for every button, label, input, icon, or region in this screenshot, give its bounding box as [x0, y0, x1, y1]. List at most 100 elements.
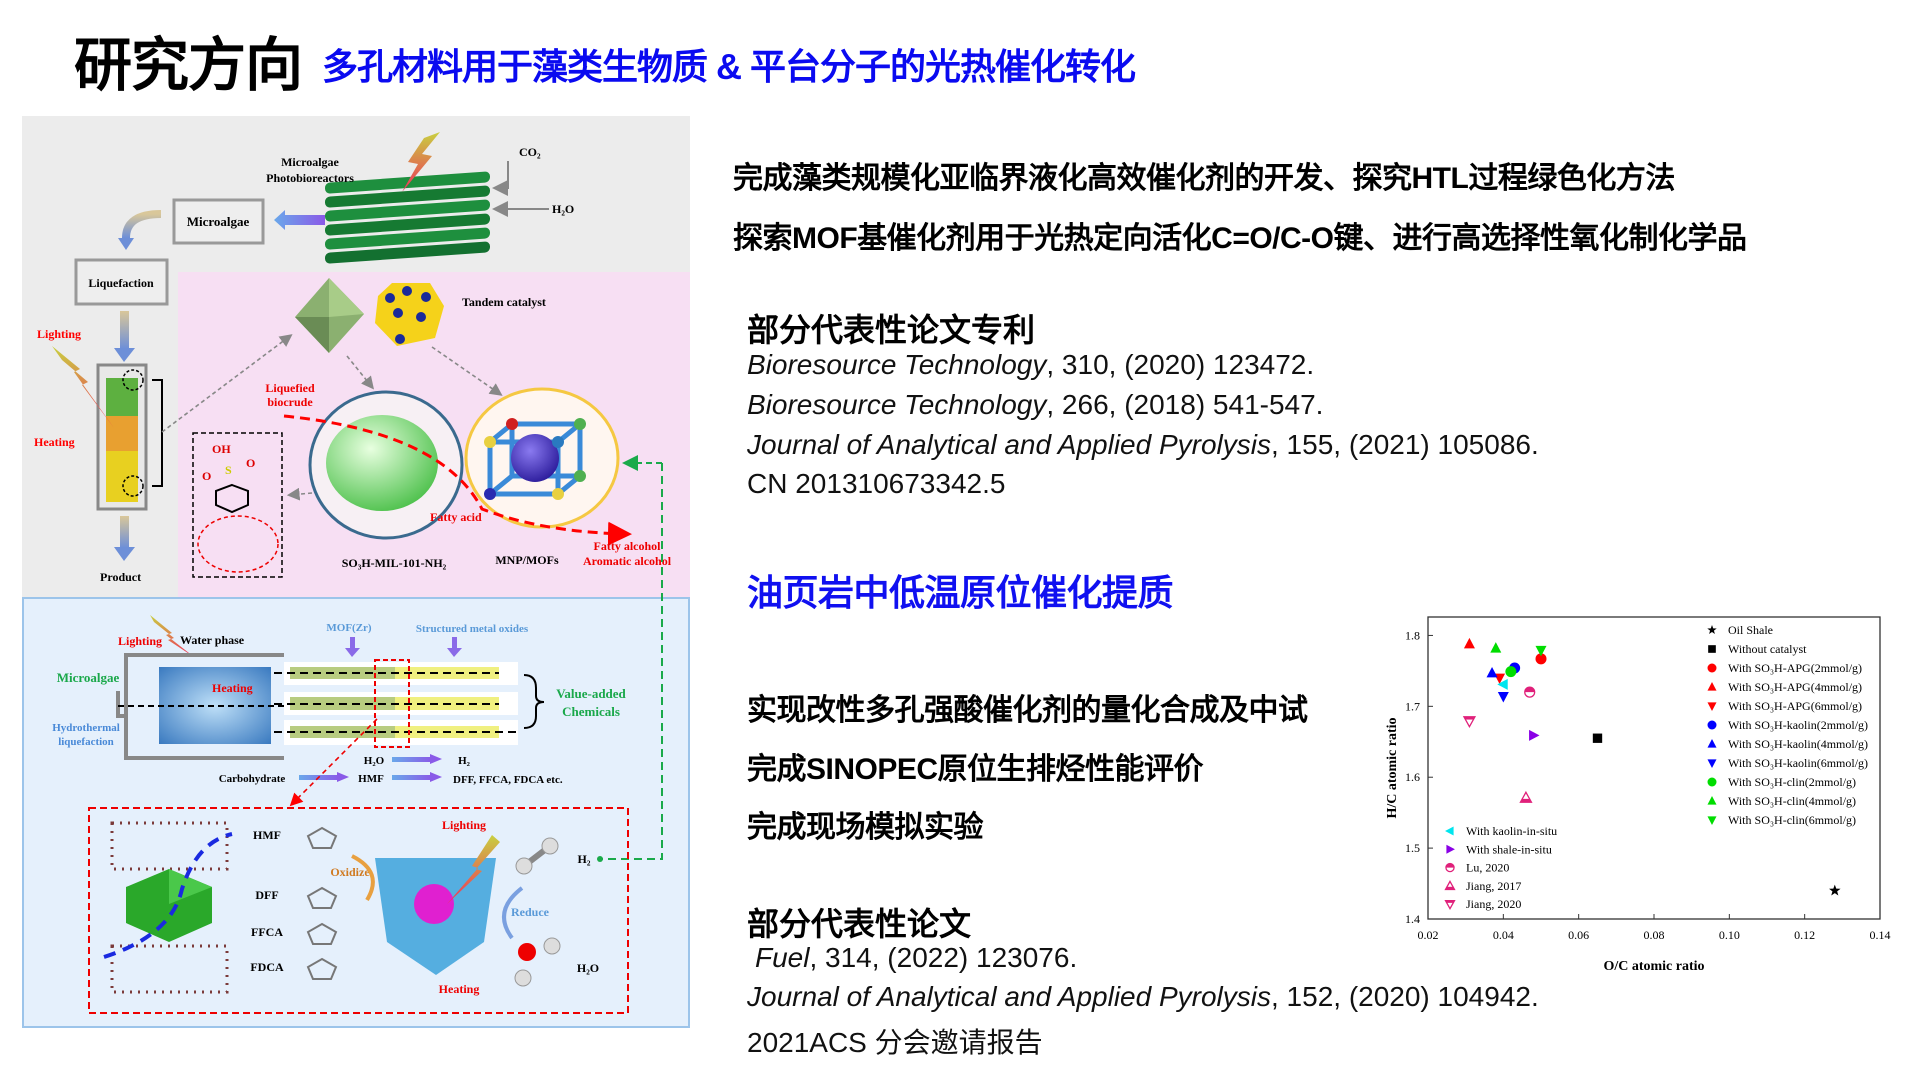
label-o: O	[202, 469, 211, 483]
label-lighting: Lighting	[37, 327, 81, 341]
label-dff-ffca-fdca: DFF, FFCA, FDCA etc.	[453, 774, 563, 786]
research-line-2: 探索MOF基催化剂用于光热定向活化C=O/C-O键、进行高选择性氧化制化学品	[733, 222, 1747, 255]
legend-marker-circle	[1707, 663, 1717, 673]
photobioreactor-tubes	[325, 171, 490, 264]
data-point-triangle-left	[1497, 678, 1508, 690]
x-tick-label: 0.08	[1644, 928, 1665, 942]
citation-journal: Bioresource Technology	[747, 349, 1047, 380]
page-subtitle: 多孔材料用于藻类生物质 & 平台分子的光热催化转化	[322, 46, 1136, 87]
label-fatty-alcohol: Fatty alcohol	[594, 539, 662, 553]
label-h2-product: H₂	[578, 852, 591, 866]
patent-text: CN 201310673342.5	[747, 468, 1006, 499]
label-water-phase: Water phase	[180, 633, 245, 647]
legend-label: With shale-in-situ	[1466, 842, 1552, 856]
data-point-half-circle	[1524, 686, 1536, 698]
x-tick-label: 0.14	[1870, 928, 1891, 942]
label-carbohydrate: Carbohydrate	[219, 773, 286, 785]
h2-molecule	[515, 837, 559, 875]
data-point-circle	[1505, 666, 1517, 678]
curved-arrow	[122, 210, 162, 239]
legend-marker-star	[1707, 625, 1717, 635]
legend-marker-triangle-up	[1707, 796, 1717, 805]
label-mnp-mofs: MNP/MOFs	[495, 553, 559, 567]
octahedron-catalyst	[295, 278, 364, 353]
label-h2: H₂	[458, 755, 471, 767]
reactor-chamber	[159, 667, 271, 744]
data-point-triangle-down	[1497, 691, 1509, 703]
label-tandem-catalyst: Tandem catalyst	[462, 295, 546, 309]
x-tick-label: 0.06	[1568, 928, 1589, 942]
label-ffca-molecule: FFCA	[251, 925, 283, 939]
citation: Journal of Analytical and Applied Pyroly…	[747, 429, 1539, 461]
research-scheme-figure: Microalgae Photobioreactors CO₂ H₂O Micr…	[22, 116, 690, 1028]
x-tick-label: 0.12	[1794, 928, 1815, 942]
down-arrow-1	[120, 311, 129, 349]
legend-label: With SO₃H-APG(2mmol/g)	[1728, 661, 1862, 675]
label-reduce: Reduce	[511, 905, 550, 919]
label-mof-zr: MOF(Zr)	[326, 622, 372, 634]
y-tick-label: 1.5	[1405, 841, 1420, 855]
page-title: 研究方向	[74, 33, 303, 98]
label-oh: OH	[212, 442, 231, 456]
data-point-triangle-up	[1463, 637, 1475, 649]
citation-details: , 152, (2020) 104942.	[1270, 981, 1539, 1012]
legend-label: Jiang, 2020	[1466, 897, 1521, 911]
x-axis-label: O/C atomic ratio	[1603, 959, 1704, 974]
legend-label: Without catalyst	[1728, 642, 1807, 656]
oil-shale-line-1: 实现改性多孔强酸催化剂的量化合成及中试	[747, 694, 1308, 727]
label-dff-molecule: DFF	[255, 888, 278, 902]
label-chemicals: Chemicals	[562, 704, 620, 719]
citation-details: , 155, (2021) 105086.	[1270, 429, 1539, 460]
citation-details: , 310, (2020) 123472.	[1046, 349, 1315, 380]
citation: Bioresource Technology, 310, (2020) 1234…	[747, 349, 1314, 381]
research-line-1: 完成藻类规模化亚临界液化高效催化剂的开发、探究HTL过程绿色化方法	[733, 162, 1675, 195]
legend-marker-triangle-down	[1707, 702, 1717, 711]
down-arrow-2	[120, 516, 129, 548]
label-lighting: Lighting	[118, 634, 162, 648]
co2-arrow	[492, 161, 509, 196]
label-aromatic-alcohol: Aromatic alcohol	[583, 554, 672, 568]
legend-marker-triangle-up	[1707, 739, 1717, 748]
data-point-hollow-triangle-up	[1519, 790, 1533, 803]
label-lighting: Lighting	[442, 818, 486, 832]
htl-reactor	[124, 653, 284, 760]
lightning-bolt-icon	[52, 346, 114, 428]
label-product: Product	[100, 570, 141, 584]
legend-label: With SO₃H-kaolin(4mmol/g)	[1728, 737, 1868, 751]
data-point-hollow-triangle-down	[1462, 716, 1477, 729]
brace	[523, 674, 545, 729]
legend-marker-triangle-up	[1707, 682, 1717, 691]
label-h2o-reactant: H₂O	[577, 961, 599, 975]
legend-label: Oil Shale	[1728, 623, 1773, 637]
data-point-triangle-right	[1529, 729, 1540, 741]
legend-label: With SO₃H-clin(4mmol/g)	[1728, 794, 1856, 808]
legend-label: With SO₃H-APG(4mmol/g)	[1728, 680, 1862, 694]
data-points	[1462, 637, 1841, 896]
oil-shale-heading: 油页岩中低温原位催化提质	[747, 572, 1174, 613]
legend-marker-triangle-down	[1707, 759, 1717, 768]
label-liquefaction: liquefaction	[58, 736, 114, 748]
plot-area	[1427, 616, 1881, 920]
label-hmf-molecule: HMF	[253, 828, 281, 842]
legend-marker-circle	[1707, 777, 1717, 787]
label-liquefied: Liquefied	[265, 381, 315, 395]
invited-talk-text: 2021ACS 分会邀请报告	[747, 1027, 1043, 1058]
label-oxidize: Oxidize	[330, 865, 370, 879]
h2o-molecule	[514, 937, 561, 987]
arrow-to-microalgae	[274, 210, 325, 230]
y-tick-label: 1.6	[1405, 770, 1420, 784]
x-tick-label: 0.10	[1719, 928, 1740, 942]
legend-marker-half-circle	[1445, 862, 1455, 873]
citation-details: , 314, (2022) 123076.	[809, 942, 1078, 973]
citation: Fuel, 314, (2022) 123076.	[755, 942, 1077, 974]
legend-label: With SO₃H-kaolin(2mmol/g)	[1728, 718, 1868, 732]
y-tick-label: 1.7	[1405, 699, 1420, 713]
label-heating: Heating	[34, 435, 75, 449]
label-hmf: HMF	[358, 773, 384, 785]
label-microalgae-box: Microalgae	[187, 214, 250, 229]
legend-label: With SO₃H-kaolin(6mmol/g)	[1728, 756, 1868, 770]
mechanism-box	[88, 807, 629, 1014]
sulfonic-group-box	[192, 432, 283, 578]
legend-label: With SO₃H-clin(6mmol/g)	[1728, 813, 1856, 827]
